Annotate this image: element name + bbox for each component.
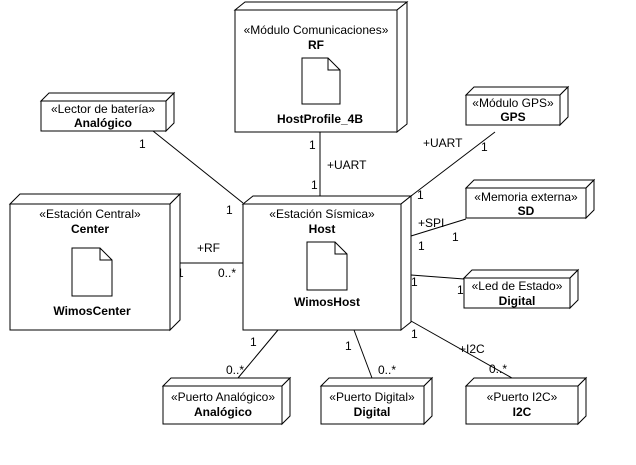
node-puerto-analogico[interactable]: «Puerto Analógico» Analógico (161, 376, 292, 426)
node-host-stereotype: «Estación Sísmica» (269, 207, 375, 221)
node-puerto-i2c-stereotype: «Puerto I2C» (487, 390, 558, 404)
mult-lector-end: 1 (139, 137, 146, 151)
mult-pdigital-end: 0..* (378, 363, 396, 377)
node-led-name: Digital (499, 294, 536, 308)
label-rf-uart: +UART (327, 158, 367, 172)
node-host-name: Host (309, 222, 336, 236)
node-lector[interactable]: «Lector de batería» Analógico (39, 91, 176, 133)
edge-host-lector (152, 130, 244, 204)
node-center-stereotype: «Estación Central» (39, 207, 141, 221)
edge-host-pi2c (410, 320, 513, 379)
mult-host-pi2c-end: 1 (411, 327, 418, 341)
node-center-name: Center (71, 222, 109, 236)
label-pi2c-i2c: +I2C (459, 342, 485, 356)
node-memoria[interactable]: «Memoria externa» SD (464, 178, 596, 220)
mult-memoria-end: 1 (452, 230, 459, 244)
label-gps-uart: +UART (423, 136, 463, 150)
edge-host-led (410, 274, 465, 280)
node-host-artifact: WimosHost (294, 295, 360, 309)
node-rf-name: RF (308, 38, 324, 52)
node-center-artifact: WimosCenter (53, 304, 131, 318)
artifact-document-icon (71, 247, 113, 297)
mult-host-panalog-end: 1 (250, 335, 257, 349)
node-host[interactable]: «Estación Sísmica» Host WimosHost (241, 194, 413, 332)
mult-gps-end: 1 (481, 140, 488, 154)
node-puerto-analogico-stereotype: «Puerto Analógico» (171, 390, 275, 404)
edges (152, 130, 513, 379)
node-puerto-digital-stereotype: «Puerto Digital» (329, 390, 415, 404)
mult-host-center-end: 0..* (218, 266, 236, 280)
edge-labels: 1 +UART 1 1 1 +UART 1 1 +RF 1 0..* +SPI … (139, 136, 507, 377)
edge-host-pdigital (353, 329, 373, 379)
mult-rf-end: 1 (309, 138, 316, 152)
mult-panalog-end: 0..* (226, 363, 244, 377)
mult-host-led-end: 1 (411, 275, 418, 289)
node-rf[interactable]: «Módulo Comunicaciones» RF HostProfile_4… (233, 0, 409, 134)
node-puerto-i2c-name: I2C (513, 405, 532, 419)
artifact-document-icon (301, 57, 341, 105)
mult-host-rf-end: 1 (311, 178, 318, 192)
mult-host-gps-end: 1 (417, 188, 424, 202)
mult-pi2c-end: 0..* (489, 362, 507, 376)
mult-led-end: 1 (457, 283, 464, 297)
node-lector-stereotype: «Lector de batería» (51, 102, 155, 116)
node-puerto-digital-name: Digital (354, 405, 391, 419)
edge-host-gps (410, 131, 496, 197)
node-gps-stereotype: «Módulo GPS» (472, 96, 554, 110)
node-center[interactable]: «Estación Central» Center WimosCenter (8, 192, 182, 332)
mult-host-memoria-end: 1 (418, 239, 425, 253)
label-center-rf: +RF (197, 241, 220, 255)
node-lector-name: Analógico (74, 116, 132, 130)
node-puerto-i2c[interactable]: «Puerto I2C» I2C (464, 376, 588, 426)
edge-host-panalog (237, 329, 279, 379)
node-gps[interactable]: «Módulo GPS» GPS (464, 85, 570, 127)
node-rf-artifact: HostProfile_4B (277, 112, 363, 126)
mult-host-pdigital-end: 1 (345, 339, 352, 353)
node-memoria-name: SD (518, 204, 535, 218)
label-memoria-spi: +SPI (418, 216, 444, 230)
node-rf-stereotype: «Módulo Comunicaciones» (244, 23, 389, 37)
node-memoria-stereotype: «Memoria externa» (474, 190, 578, 204)
node-led-stereotype: «Led de Estado» (472, 279, 563, 293)
edge-host-memoria (410, 218, 467, 237)
node-gps-name: GPS (500, 110, 525, 124)
mult-host-lector-end: 1 (226, 203, 233, 217)
node-puerto-digital[interactable]: «Puerto Digital» Digital (319, 376, 434, 426)
node-led[interactable]: «Led de Estado» Digital (462, 268, 580, 310)
artifact-document-icon (306, 241, 348, 291)
node-puerto-analogico-name: Analógico (194, 405, 252, 419)
